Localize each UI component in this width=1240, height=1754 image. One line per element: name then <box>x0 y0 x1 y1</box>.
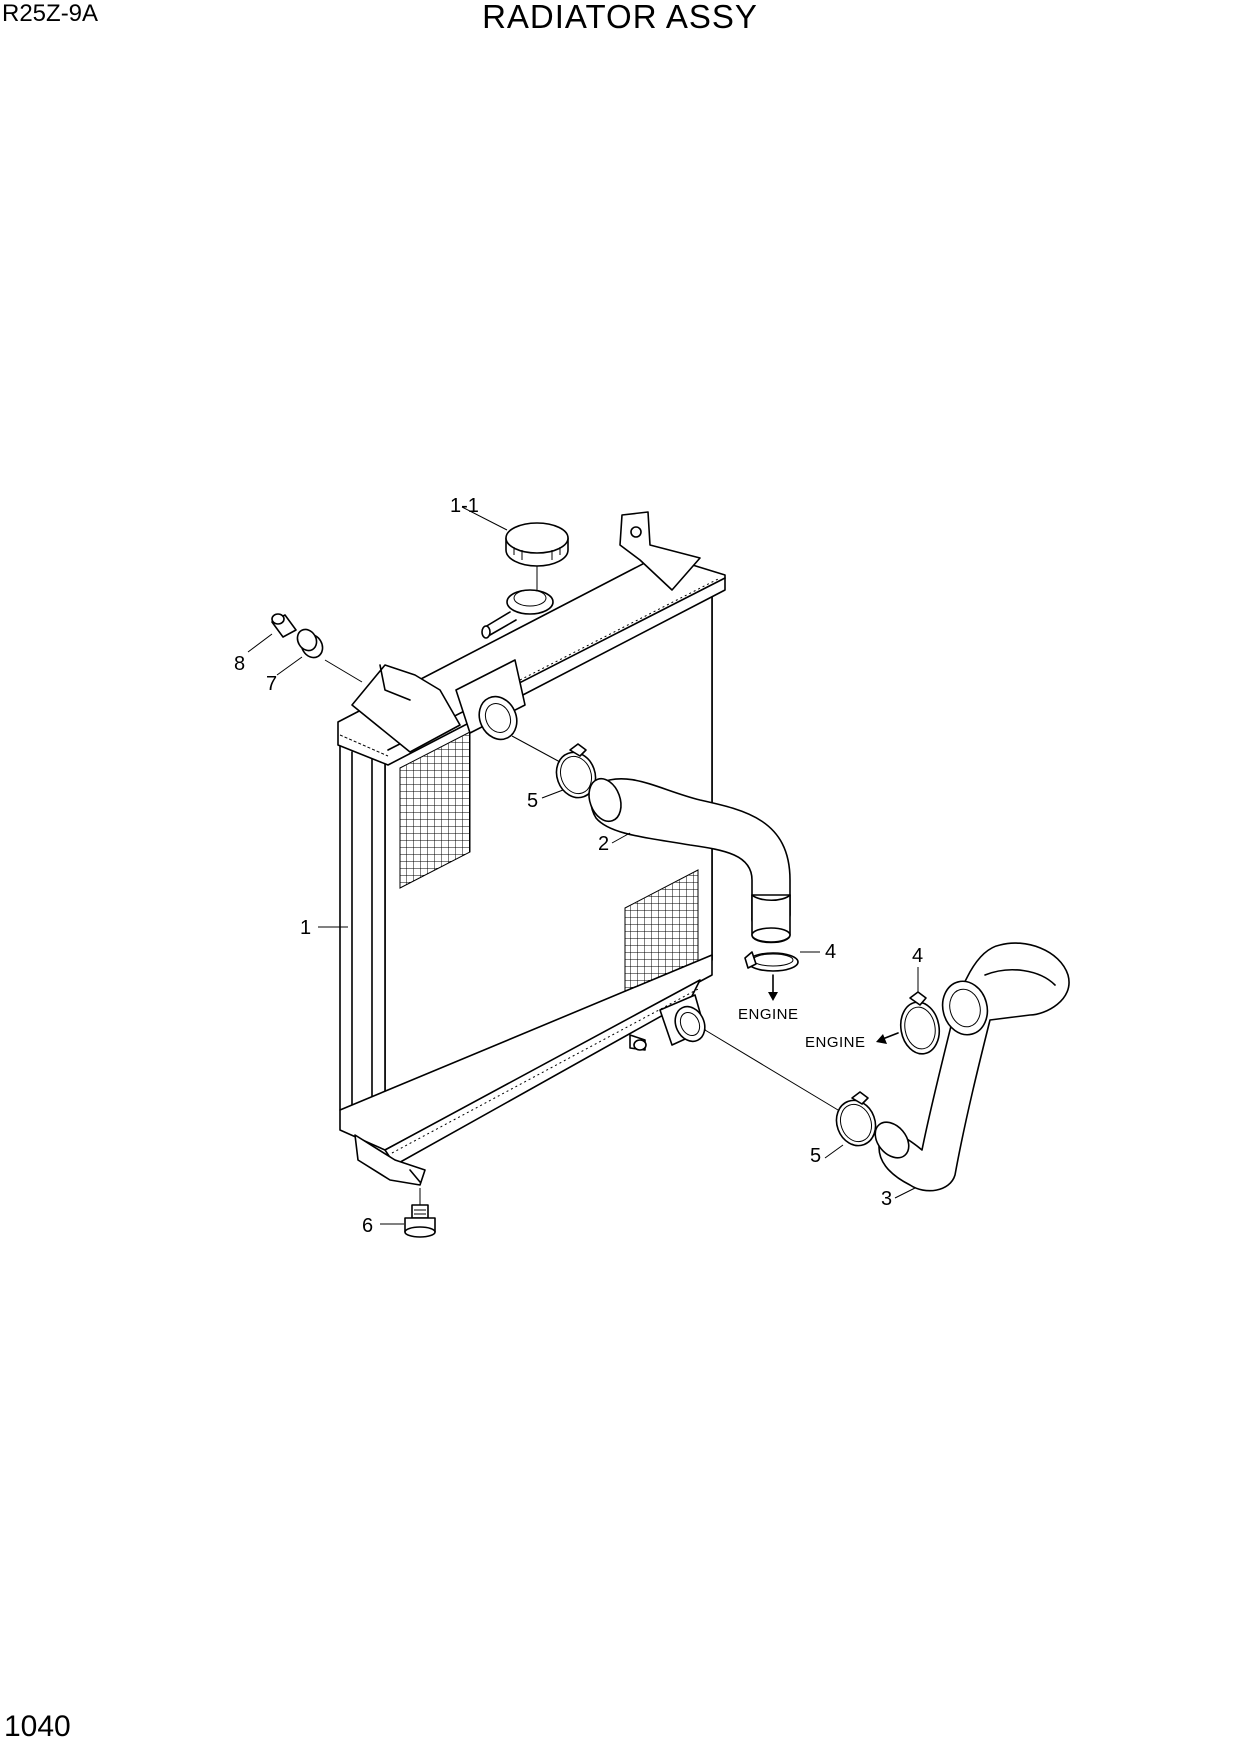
mount-rubber-7 <box>276 628 363 683</box>
callout-clamp-lower-engine: 4 <box>912 945 923 967</box>
upper-hose <box>588 777 791 944</box>
clamp-upper-radiator <box>511 735 597 799</box>
lower-hose <box>874 942 1070 1199</box>
clamp-upper-engine <box>744 951 820 1001</box>
callout-lower-hose: 3 <box>881 1188 892 1210</box>
callout-clamp-upper-engine: 4 <box>825 941 836 963</box>
lower-tank <box>339 954 713 1186</box>
callout-drain-plug: 6 <box>362 1215 373 1237</box>
engine-note-lower: ENGINE <box>805 1034 866 1051</box>
clamp-lower-engine <box>876 967 941 1055</box>
clamp-lower-radiator <box>704 1029 877 1159</box>
core-mesh-upper <box>399 731 471 889</box>
page-title: RADIATOR ASSY <box>482 0 758 35</box>
radiator-cap <box>461 506 569 590</box>
engine-note-upper: ENGINE <box>738 1006 799 1023</box>
callout-upper-hose: 2 <box>598 833 609 855</box>
callout-clamp-upper-radiator: 5 <box>527 790 538 812</box>
callout-radiator: 1 <box>300 917 311 939</box>
collar-8 <box>247 613 297 653</box>
model-code: R25Z-9A <box>2 0 99 27</box>
callout-cap: 1-1 <box>450 495 479 517</box>
drain-plug <box>380 1188 436 1238</box>
callout-mount-rubber: 7 <box>266 673 277 695</box>
upper-tank <box>337 511 726 766</box>
callout-clamp-lower-radiator: 5 <box>810 1145 821 1167</box>
page-number: 1040 <box>4 1710 71 1743</box>
callout-collar: 8 <box>234 653 245 675</box>
